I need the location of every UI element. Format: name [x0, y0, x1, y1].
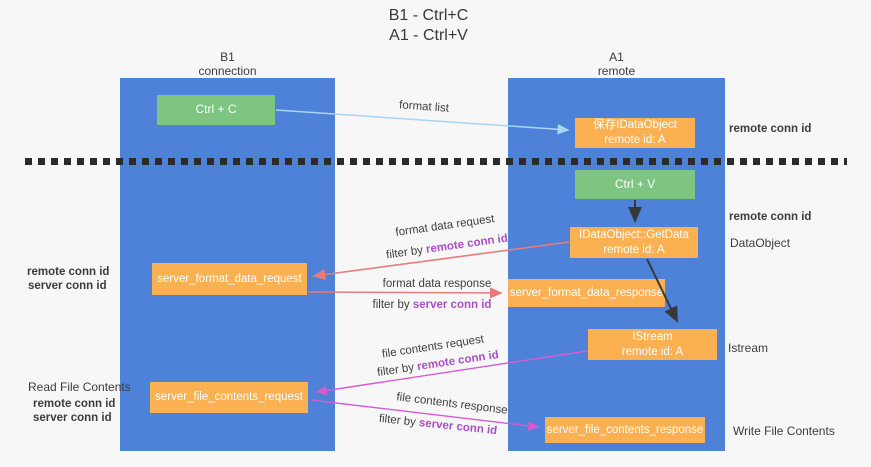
lifeline-a1-role: remote [597, 64, 636, 79]
format-data-response-filter-label: filter by server conn id [373, 299, 492, 311]
filter-prefix: filter by [385, 243, 427, 262]
server-file-contents-response-box: server_file_contents_response [545, 417, 705, 443]
format-data-request-label: format data request [394, 213, 496, 239]
getdata-line2: remote id: A [603, 243, 665, 256]
getdata-line1: IDataObject::GetData [579, 228, 689, 241]
server-file-contents-response-label: server_file_contents_response [546, 423, 704, 436]
ctrl-c-label: Ctrl + C [195, 102, 237, 117]
annotation-left2-server-conn-id: server conn id [33, 412, 112, 424]
server-format-data-request-label: server_format_data_request [157, 272, 302, 285]
istream-line1: IStream [632, 330, 673, 343]
annotation-left-remote-conn-id: remote conn id [27, 266, 110, 278]
idataobject-getdata-box: IDataObject::GetData remote id: A [570, 227, 698, 258]
ctrl-v-box: Ctrl + V [575, 170, 695, 199]
ctrl-c-box: Ctrl + C [157, 95, 275, 125]
filter-key-remote-conn-id: remote conn id [425, 232, 509, 256]
lifeline-header-b1: B1 connection [120, 50, 335, 78]
title-line-2: A1 - Ctrl+V [389, 27, 468, 44]
format-list-label: format list [398, 99, 450, 115]
lifeline-header-a1: A1 remote [508, 50, 725, 78]
format-data-response-arrow [307, 287, 503, 299]
filter-key-server-conn-id: server conn id [418, 417, 498, 438]
save-idataobject-line1: 保存IDataObject [593, 119, 677, 132]
server-format-data-response-label: server_format_data_response [509, 286, 664, 299]
format-data-response-label: format data response [382, 278, 492, 290]
save-idataobject-line2: remote id: A [604, 134, 666, 146]
file-contents-response-filter-label: filter by server conn id [378, 413, 497, 437]
annotation-remote-conn-id-mid: remote conn id [729, 211, 812, 223]
annotation-read-file-contents: Read File Contents [28, 380, 131, 394]
server-file-contents-request-box: server_file_contents_request [150, 382, 308, 413]
file-contents-response-label: file contents response [395, 391, 509, 417]
annotation-remote-conn-id-top: remote conn id [729, 123, 812, 135]
filter-prefix: filter by [378, 412, 420, 429]
server-format-data-request-box: server_format_data_request [152, 263, 307, 295]
annotation-dataobject: DataObject [730, 236, 791, 250]
filter-key-server-conn-id: server conn id [412, 299, 492, 311]
annotation-left2-remote-conn-id: remote conn id [33, 398, 116, 410]
ctrl-v-label: Ctrl + V [614, 176, 656, 191]
annotation-left-server-conn-id: server conn id [28, 280, 107, 292]
lifeline-a1-name: A1 [609, 50, 624, 64]
phase-separator-dashed-line [25, 158, 847, 165]
server-file-contents-request-label: server_file_contents_request [155, 391, 303, 404]
filter-prefix: filter by [376, 361, 419, 380]
lifeline-b1-name: B1 [220, 50, 235, 64]
diagram-title: B1 - Ctrl+C A1 - Ctrl+V [0, 6, 857, 46]
lifeline-b1-role: connection [198, 64, 257, 79]
istream-box: IStream remote id: A [588, 329, 717, 360]
annotation-write-file-contents: Write File Contents [733, 424, 835, 438]
filter-prefix: filter by [372, 299, 413, 311]
annotation-istream: Istream [728, 341, 769, 355]
title-line-1: B1 - Ctrl+C [388, 7, 469, 24]
save-idataobject-box: 保存IDataObject remote id: A [575, 118, 695, 148]
server-format-data-response-box: server_format_data_response [508, 279, 665, 307]
istream-line2: remote id: A [621, 345, 684, 358]
